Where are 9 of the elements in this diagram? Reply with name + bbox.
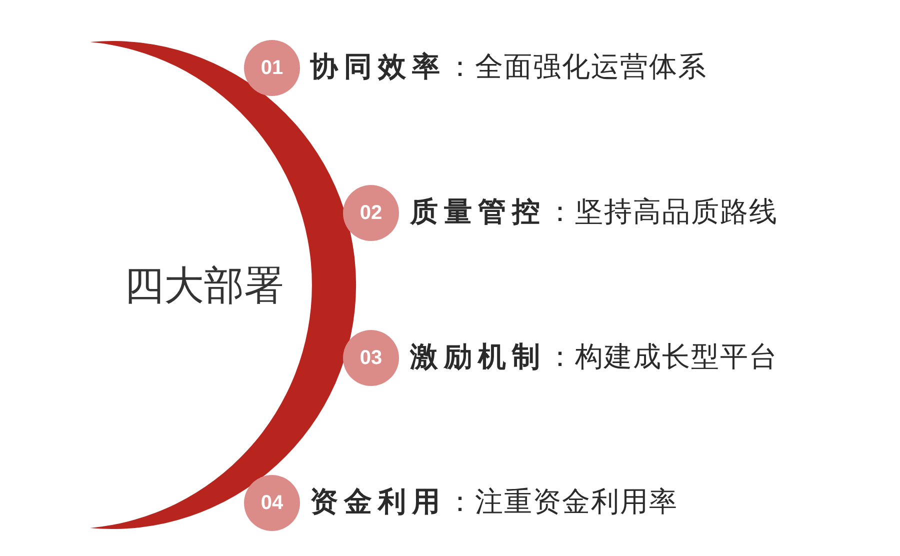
item-label: 激励机制：构建成长型平台 bbox=[410, 339, 778, 375]
number-circle: 02 bbox=[343, 185, 399, 241]
item-label: 资金利用：注重资金利用率 bbox=[310, 484, 678, 520]
number-circle: 04 bbox=[244, 475, 300, 531]
item-label: 协同效率：全面强化运营体系 bbox=[310, 49, 707, 85]
item-label: 质量管控：坚持高品质路线 bbox=[410, 194, 778, 230]
title: 四大部署 bbox=[124, 262, 284, 310]
number-circle: 01 bbox=[244, 40, 300, 96]
number-circle: 03 bbox=[343, 330, 399, 386]
